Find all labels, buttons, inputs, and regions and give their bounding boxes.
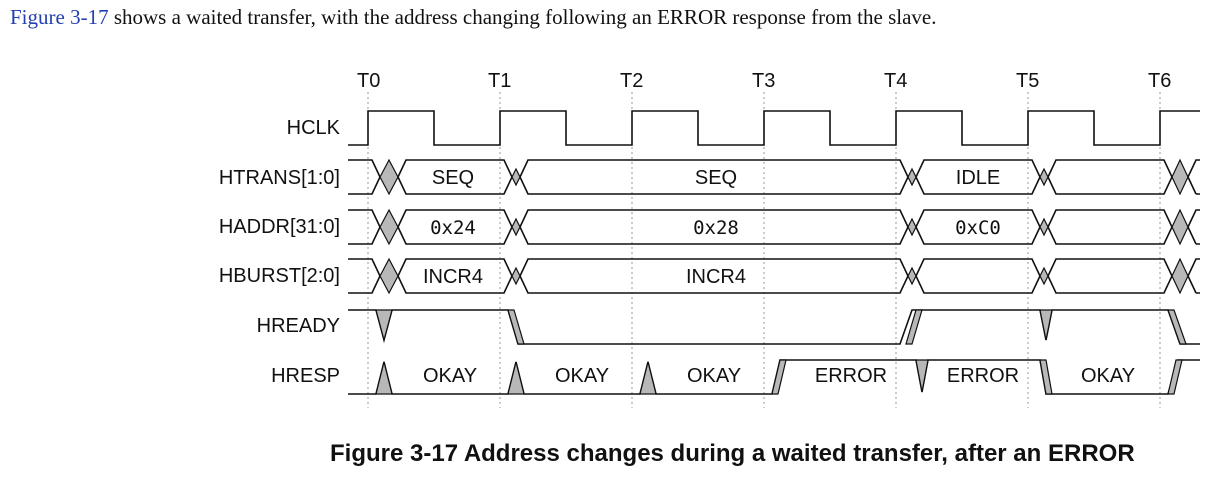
figure-caption: Figure 3-17 Address changes during a wai… — [330, 440, 1135, 467]
htrans-waveform: SEQ SEQ IDLE — [348, 158, 1200, 196]
bus-segment — [1047, 209, 1173, 245]
bus-segment — [1047, 258, 1173, 294]
tick-labels: T0 T1 T2 T3 T4 T5 T6 — [357, 70, 1171, 92]
hready-transition — [1167, 309, 1187, 345]
bus-transition — [907, 167, 917, 187]
bus-transition — [511, 266, 521, 286]
signal-label-hclk: HCLK — [287, 117, 341, 139]
hresp-value: OKAY — [687, 365, 741, 387]
tick-label: T0 — [357, 70, 380, 92]
hready-transition — [375, 309, 393, 343]
figure-link[interactable]: Figure 3-17 — [10, 5, 109, 29]
bus-segment — [348, 258, 381, 294]
hresp-value: ERROR — [815, 365, 887, 387]
signal-label-hresp: HRESP — [271, 365, 340, 387]
hresp-value: OKAY — [1081, 365, 1135, 387]
bus-segment — [348, 159, 381, 195]
bus-transition — [1171, 257, 1189, 295]
bus-transition — [1039, 167, 1049, 187]
hresp-transition — [1167, 359, 1183, 395]
hresp-transition — [639, 361, 657, 395]
hresp-transition — [375, 361, 393, 395]
signal-label-hburst: HBURST[2:0] — [219, 265, 340, 287]
tick-label: T5 — [1016, 70, 1039, 92]
tick-label: T1 — [488, 70, 511, 92]
bus-transition — [907, 217, 917, 237]
intro-text: shows a waited transfer, with the addres… — [108, 5, 937, 29]
signal-label-haddr: HADDR[31:0] — [219, 216, 340, 238]
htrans-value: IDLE — [956, 167, 1000, 189]
tick-label: T4 — [884, 70, 907, 92]
bus-transition — [1039, 266, 1049, 286]
hresp-value: OKAY — [423, 365, 477, 387]
hready-transition — [905, 309, 923, 345]
hclk-waveform — [348, 110, 1200, 146]
hburst-value: INCR4 — [686, 266, 746, 288]
bus-segment — [1187, 159, 1200, 195]
haddr-value: 0x28 — [693, 217, 739, 239]
haddr-waveform: 0x24 0x28 0xC0 — [348, 208, 1200, 246]
bus-transition — [907, 266, 917, 286]
bus-segment — [348, 209, 381, 245]
hburst-value: INCR4 — [423, 266, 483, 288]
bus-transition — [379, 158, 399, 196]
bus-transition — [379, 257, 399, 295]
tick-label: T3 — [752, 70, 775, 92]
bus-transition — [511, 217, 521, 237]
hready-transition — [1039, 309, 1053, 341]
bus-transition — [1039, 217, 1049, 237]
hresp-transition — [1039, 359, 1053, 395]
bus-transition — [379, 208, 399, 246]
hresp-value: OKAY — [555, 365, 609, 387]
haddr-value: 0xC0 — [955, 217, 1001, 239]
signal-labels: HCLK HTRANS[1:0] HADDR[31:0] HBURST[2:0]… — [219, 117, 341, 387]
hburst-waveform: INCR4 INCR4 — [348, 257, 1200, 295]
bus-segment — [915, 258, 1041, 294]
htrans-value: SEQ — [432, 167, 474, 189]
hresp-waveform: OKAY OKAY OKAY ERROR ERROR OKAY — [348, 359, 1200, 395]
bus-transition — [511, 167, 521, 187]
bus-segment — [1047, 159, 1173, 195]
bus-transition — [1171, 158, 1189, 196]
hresp-transition — [507, 361, 525, 395]
hready-transition — [507, 309, 525, 345]
htrans-value: SEQ — [695, 167, 737, 189]
hready-waveform — [348, 309, 1200, 345]
bus-segment — [1187, 209, 1200, 245]
bus-transition — [1171, 208, 1189, 246]
hready-line — [348, 309, 1200, 345]
intro-paragraph: Figure 3-17 shows a waited transfer, wit… — [10, 5, 936, 30]
hresp-transition — [771, 359, 787, 395]
bus-segment — [1187, 258, 1200, 294]
hresp-transition — [915, 359, 929, 393]
signal-label-htrans: HTRANS[1:0] — [219, 167, 340, 189]
haddr-value: 0x24 — [430, 217, 476, 239]
tick-label: T6 — [1148, 70, 1171, 92]
tick-label: T2 — [620, 70, 643, 92]
signal-label-hready: HREADY — [257, 315, 340, 337]
hresp-value: ERROR — [947, 365, 1019, 387]
